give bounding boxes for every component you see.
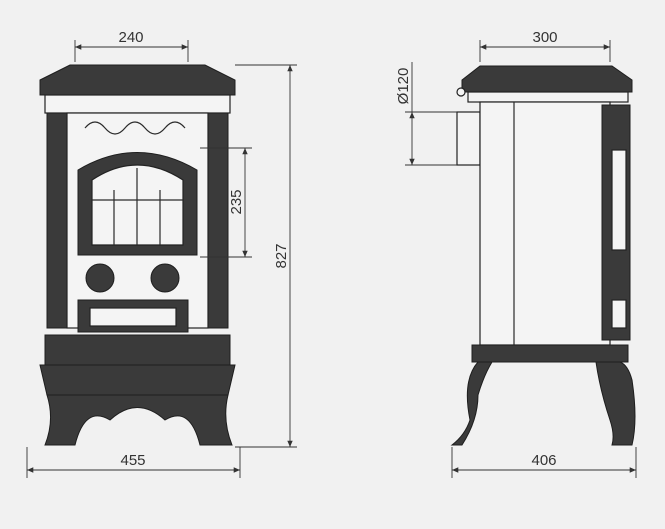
front-view-stove bbox=[39, 64, 236, 446]
flue-pipe bbox=[456, 111, 481, 166]
dim-total-width: 455 bbox=[120, 452, 145, 469]
front-left-column bbox=[46, 112, 68, 329]
front-right-column bbox=[207, 112, 229, 329]
side-view-stove bbox=[450, 65, 636, 446]
window-bars bbox=[92, 168, 183, 245]
front-dimensions: 240 235 827 455 bbox=[26, 29, 297, 478]
side-door-profile bbox=[611, 149, 627, 251]
dim-total-depth: 406 bbox=[531, 452, 556, 469]
front-top-plate bbox=[39, 64, 236, 96]
dim-top-width: 240 bbox=[118, 29, 143, 46]
side-frieze bbox=[467, 91, 629, 103]
dim-door-height: 235 bbox=[228, 189, 245, 214]
dim-top-depth: 300 bbox=[532, 29, 557, 46]
front-ornament bbox=[84, 121, 186, 135]
front-frieze bbox=[44, 94, 231, 114]
left-air-vent bbox=[85, 263, 115, 293]
right-air-vent bbox=[150, 263, 180, 293]
side-plinth bbox=[471, 344, 629, 363]
dim-flue-diameter: Ø120 bbox=[395, 68, 412, 105]
side-top-plate bbox=[461, 65, 633, 93]
ash-drawer-panel bbox=[89, 307, 177, 327]
side-body bbox=[479, 101, 611, 346]
front-base-skirt bbox=[39, 364, 236, 396]
side-dimensions: 300 Ø120 406 bbox=[395, 29, 637, 478]
side-top-knob bbox=[456, 87, 466, 97]
side-drawer-profile bbox=[611, 299, 627, 329]
front-legs bbox=[44, 394, 233, 446]
dim-total-height: 827 bbox=[273, 243, 290, 268]
side-legs bbox=[450, 361, 636, 446]
front-plinth bbox=[44, 334, 231, 366]
